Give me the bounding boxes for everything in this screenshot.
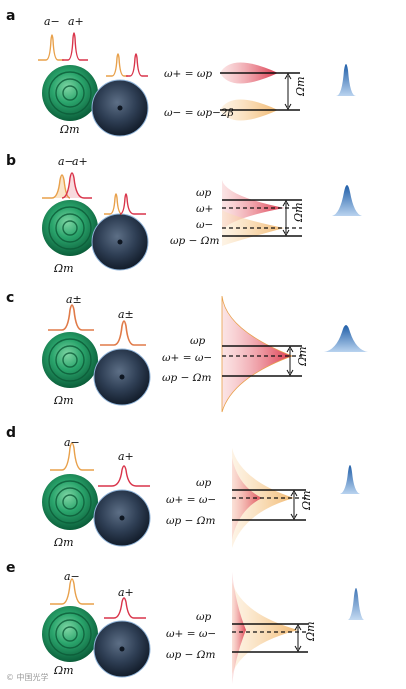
spectral-peaks: [50, 578, 146, 619]
level-label: ωp − Ωm: [166, 649, 215, 661]
mode-label-plus: a+: [68, 15, 84, 28]
panel-letter: c: [6, 290, 14, 306]
level-label: ω+ = ω−: [166, 494, 216, 506]
level-label: ω+ = ωp: [164, 68, 212, 80]
green-resonator: [42, 474, 98, 530]
panel-d: d Ωm a− a+ ωp ω+ = ω− ωp − Ωm Ωm: [6, 425, 366, 549]
spectral-peaks: [42, 172, 146, 215]
omega-m-label: Ωm: [53, 262, 74, 275]
level-label: ωp − Ωm: [166, 515, 215, 527]
mode-label-minus: a−: [44, 15, 60, 28]
mode-label-plus: a+: [118, 450, 134, 463]
level-label: ωp: [196, 611, 212, 623]
level-label: ω+ = ω−: [166, 628, 216, 640]
omega-m-label: Ωm: [59, 123, 80, 136]
level-label: ω−: [196, 219, 213, 231]
level-label: ωp: [196, 477, 212, 489]
green-resonator: [42, 65, 98, 121]
mode-label-minus: a−: [64, 436, 80, 449]
omega-m-label: Ωm: [53, 664, 74, 677]
gap-label: Ωm: [304, 621, 317, 642]
panel-c: c Ωm a± a± ωp ω+ = ω− ωp − Ωm Ωm: [6, 290, 376, 413]
gap-label: Ωm: [300, 490, 313, 511]
level-label: ω− = ωp−2β: [164, 107, 234, 119]
mode-label-minus: a−: [64, 570, 80, 583]
resonator-pair: [42, 332, 151, 406]
omega-m-label: Ωm: [53, 536, 74, 549]
level-label: ω+ = ω−: [162, 352, 212, 364]
gap-label: Ωm: [296, 346, 309, 367]
mode-label-plus: a+: [118, 586, 134, 599]
energy-level-diagram: [221, 295, 302, 413]
panel-letter: d: [6, 425, 16, 441]
green-resonator: [42, 200, 98, 256]
output-spectrum: [326, 185, 368, 216]
green-resonator: [42, 606, 98, 662]
omega-m-label: Ωm: [53, 394, 74, 407]
mode-label-plus: a+: [72, 155, 88, 168]
resonator-pair: [42, 65, 149, 137]
panel-letter: a: [6, 8, 15, 24]
panel-e: e Ωm a− a+ ωp ω+ = ω− ωp − Ωm Ωm: [6, 560, 372, 684]
resonator-pair: [42, 606, 151, 678]
output-spectrum: [318, 325, 376, 352]
level-label: ωp: [196, 187, 212, 199]
energy-level-diagram: [220, 62, 300, 121]
energy-level-diagram: [232, 572, 308, 684]
panel-letter: e: [6, 560, 16, 576]
mode-label-minus: a±: [66, 293, 82, 306]
energy-level-diagram: [232, 448, 306, 548]
output-spectrum: [330, 64, 362, 96]
spectral-peaks: [48, 304, 146, 346]
level-label: ωp: [190, 335, 206, 347]
level-label: ω+: [196, 203, 213, 215]
panel-letter: b: [6, 153, 16, 169]
gap-label: Ωm: [294, 76, 307, 97]
mode-label-plus: a±: [118, 308, 134, 321]
mode-label-minus: a−: [58, 155, 74, 168]
level-label: ωp − Ωm: [162, 372, 211, 384]
resonator-pair: [42, 474, 151, 547]
gap-label: Ωm: [292, 202, 305, 223]
spectral-peaks: [50, 442, 150, 487]
panel-b: b Ωm a− a+ ωp ω+: [6, 153, 368, 275]
level-label: ωp − Ωm: [170, 235, 219, 247]
green-resonator: [42, 332, 98, 388]
output-spectrum: [334, 465, 366, 494]
output-spectrum: [340, 588, 372, 620]
panel-a: a Ωm a− a+ ω+ = ωp ω− =: [6, 8, 362, 137]
resonator-pair: [42, 200, 149, 271]
spectral-peaks: [38, 32, 148, 77]
energy-level-diagram: [222, 180, 302, 246]
watermark-text: © 中国光学: [6, 673, 49, 682]
